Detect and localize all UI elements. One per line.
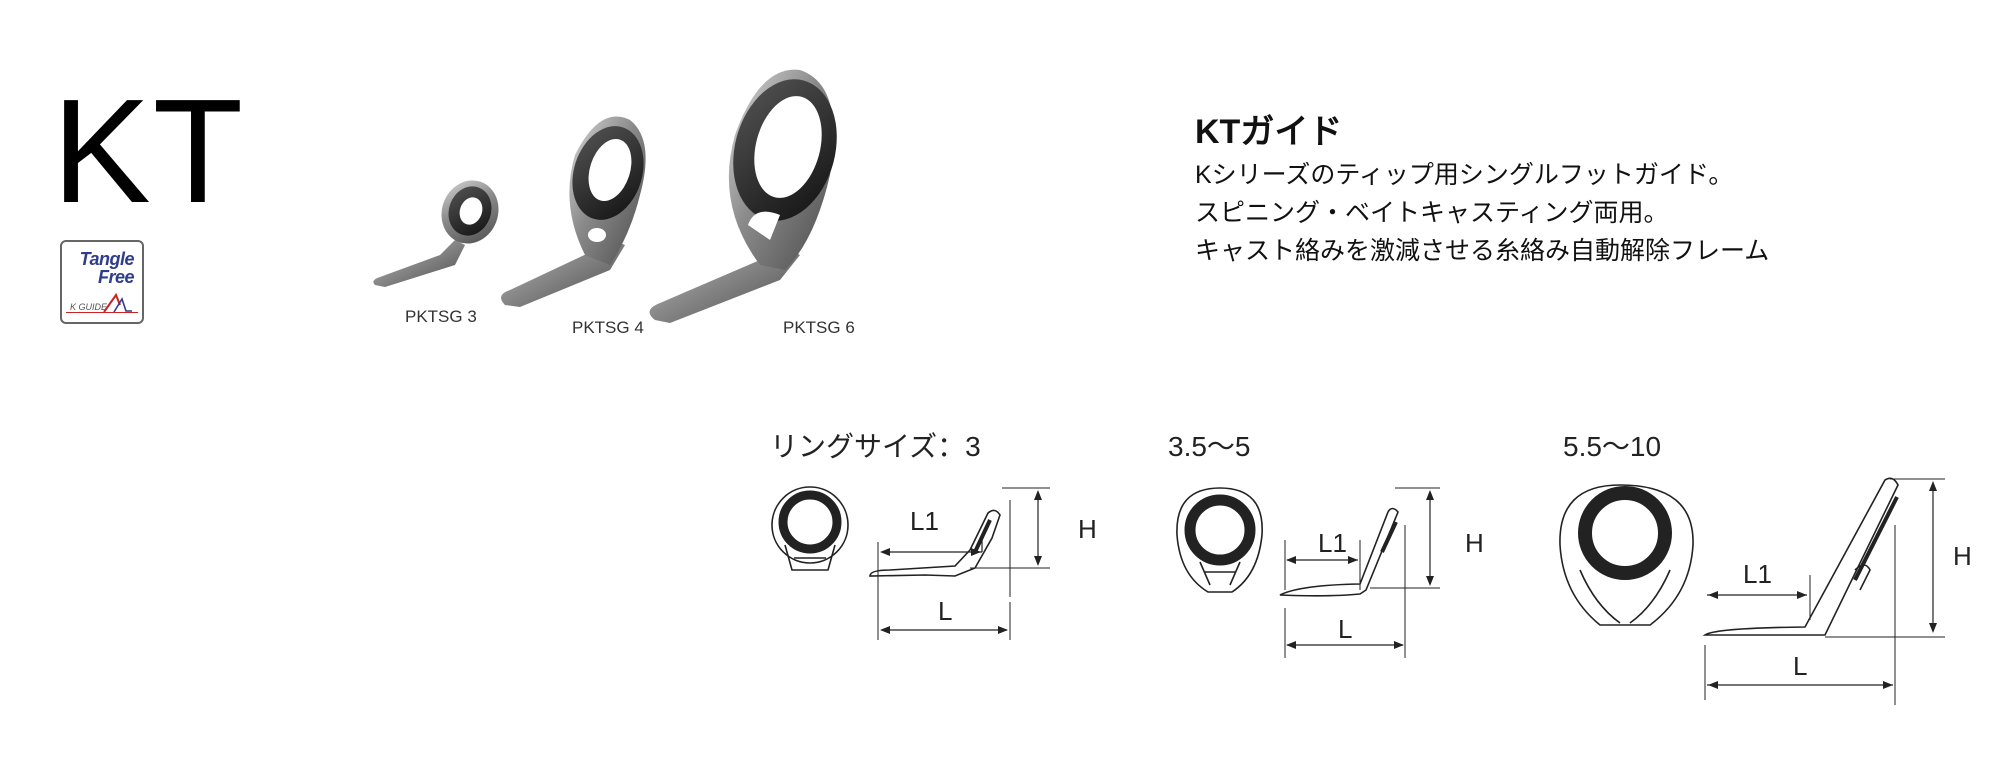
guide-photo-pktsg4 <box>501 116 646 307</box>
badge-subtext: K GUIDE <box>70 302 108 312</box>
product-label-pktsg6: PKTSG 6 <box>783 318 855 337</box>
badge-line2: Free <box>97 267 135 287</box>
product-photo <box>373 69 837 323</box>
tangle-free-badge: Tangle Free K GUIDE <box>60 240 144 324</box>
k-guide-mark-icon <box>103 292 132 313</box>
guide-description: Kシリーズのティップ用シングルフットガイド。 スピニング・ベイトキャスティング両… <box>1195 156 1769 270</box>
badge-line1: Tangle <box>79 249 135 269</box>
dimension-diagram-size-3-5-to-5: L1 L H <box>1176 487 1484 658</box>
dim-h: H <box>1953 541 1972 571</box>
dim-h: H <box>1078 514 1097 544</box>
guide-photo-pktsg3 <box>373 180 499 287</box>
dimension-diagram-size-5-5-to-10: L1 L H <box>1559 477 1972 705</box>
guide-title: KTガイド <box>1195 113 1343 151</box>
size-label-3: リングサイズ：3 <box>770 431 981 462</box>
model-code-title: KT <box>52 69 246 234</box>
product-label-pktsg4: PKTSG 4 <box>572 318 644 337</box>
size-label-5-5-to-10: 5.5〜10 <box>1563 431 1662 462</box>
size-label-3-5-to-5: 3.5〜5 <box>1168 431 1251 462</box>
description-line: スピニング・ベイトキャスティング両用。 <box>1195 199 1669 227</box>
dim-l: L <box>1793 651 1807 681</box>
description-line: Kシリーズのティップ用シングルフットガイド。 <box>1195 161 1734 189</box>
guide-photo-pktsg6 <box>649 69 837 323</box>
dimension-diagram-size-3: L1 L H <box>771 486 1097 640</box>
dim-l1: L1 <box>910 506 939 536</box>
dim-l1: L1 <box>1318 528 1347 558</box>
dim-l: L <box>1338 614 1352 644</box>
dim-h: H <box>1465 528 1484 558</box>
dim-l: L <box>938 596 952 626</box>
badge-underline <box>66 312 138 313</box>
product-label-pktsg3: PKTSG 3 <box>405 307 477 326</box>
dim-l1: L1 <box>1743 559 1772 589</box>
description-line: キャスト絡みを激減させる糸絡み自動解除フレーム <box>1195 237 1770 265</box>
